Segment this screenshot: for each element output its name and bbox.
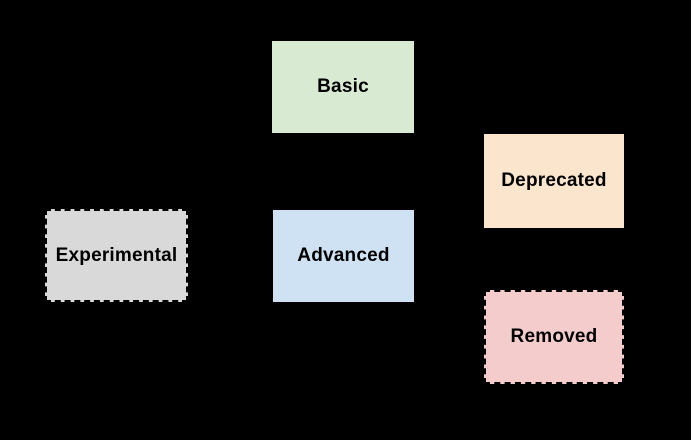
node-experimental: Experimental: [45, 209, 188, 302]
node-deprecated-label: Deprecated: [501, 170, 607, 191]
node-deprecated: Deprecated: [484, 134, 624, 228]
node-removed-label: Removed: [510, 326, 598, 347]
node-removed: Removed: [484, 290, 624, 384]
node-advanced: Advanced: [273, 210, 414, 302]
node-advanced-label: Advanced: [297, 245, 390, 266]
node-basic-label: Basic: [317, 76, 369, 97]
node-experimental-label: Experimental: [55, 244, 178, 266]
node-basic: Basic: [272, 41, 414, 133]
